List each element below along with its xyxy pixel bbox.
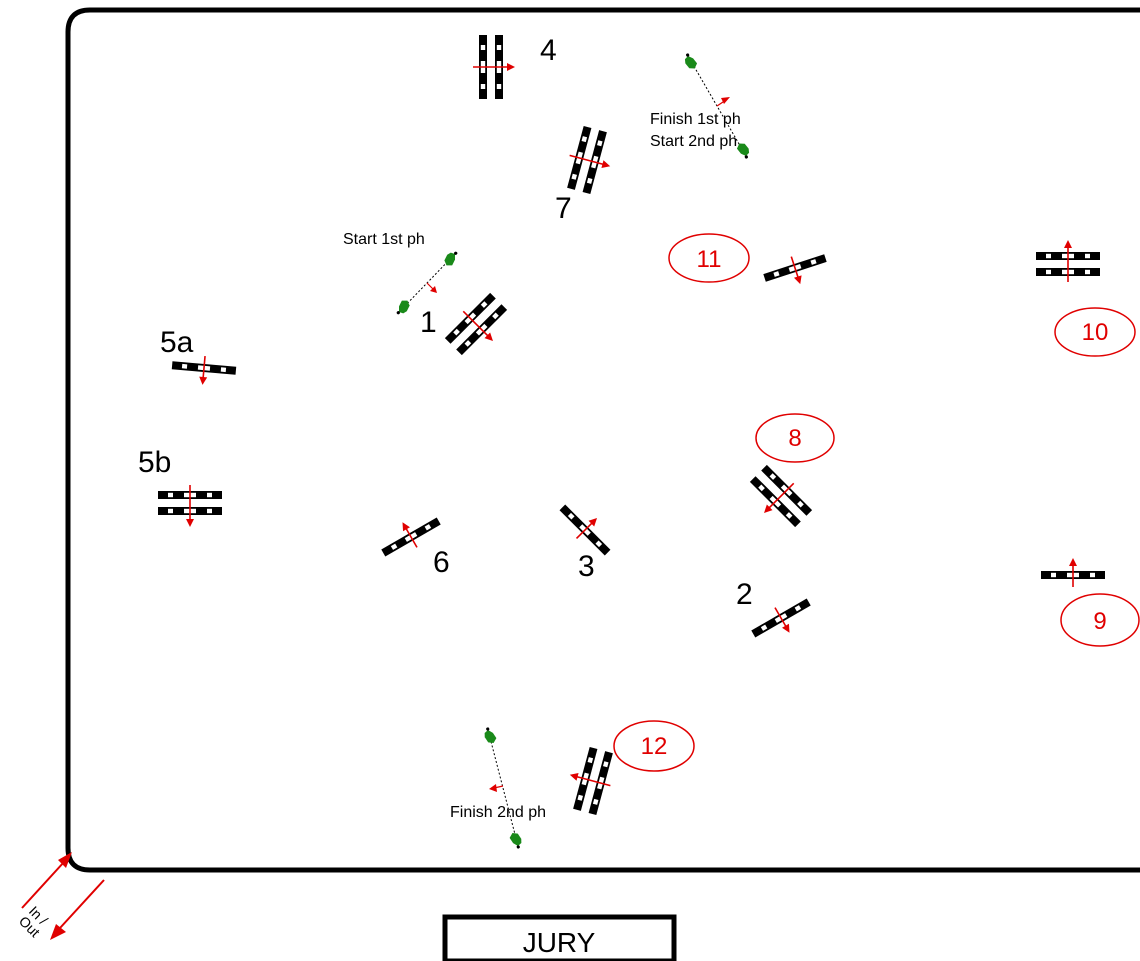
obstacle-10 (1036, 240, 1100, 282)
obstacle-5b (158, 485, 222, 527)
jury-label: JURY (523, 927, 596, 958)
obstacle-9-circle (1060, 593, 1140, 647)
start-line-phase-1 (392, 248, 462, 318)
obstacle-8-circle (755, 413, 835, 463)
obstacle-7 (561, 124, 618, 197)
finish-first-phase-label: Finish 1st ph (650, 111, 741, 128)
obstacle-11-circle (668, 233, 750, 283)
obstacle-5b-label: 5b (138, 446, 171, 479)
obstacle-3-label: 3 (578, 550, 595, 583)
obstacle-7-label: 7 (555, 192, 572, 225)
entrance-arrows: In / Out (16, 852, 105, 940)
obstacle-2 (747, 592, 817, 649)
obstacle-2-label: 2 (736, 578, 753, 611)
start-second-phase-label: Start 2nd ph (650, 133, 737, 150)
obstacle-12-label: 12 (641, 733, 668, 760)
obstacle-9-label: 9 (1093, 608, 1106, 635)
finish-start-line-phase-1-2 (682, 51, 752, 161)
obstacle-4 (473, 35, 515, 99)
obstacle-12-circle (613, 720, 695, 772)
obstacle-9 (1041, 558, 1105, 587)
obstacle-1-label: 1 (420, 306, 437, 339)
obstacle-6-label: 6 (433, 546, 450, 579)
obstacle-4-label: 4 (540, 34, 557, 67)
obstacle-8 (741, 461, 816, 536)
jury-box (442, 914, 677, 961)
finish-second-phase-label: Finish 2nd ph (450, 804, 546, 821)
obstacle-10-label: 10 (1082, 319, 1109, 346)
obstacle-5a-label: 5a (160, 326, 194, 359)
obstacle-12 (562, 744, 619, 817)
obstacle-11 (761, 247, 831, 294)
obstacle-1 (441, 289, 516, 364)
start-first-phase-label: Start 1st ph (343, 231, 425, 248)
obstacle-8-label: 8 (788, 425, 801, 452)
obstacle-11-label: 11 (697, 246, 722, 273)
arena-fence (65, 7, 1140, 873)
obstacle-10-circle (1054, 307, 1136, 357)
finish-line-phase-2 (482, 725, 524, 851)
